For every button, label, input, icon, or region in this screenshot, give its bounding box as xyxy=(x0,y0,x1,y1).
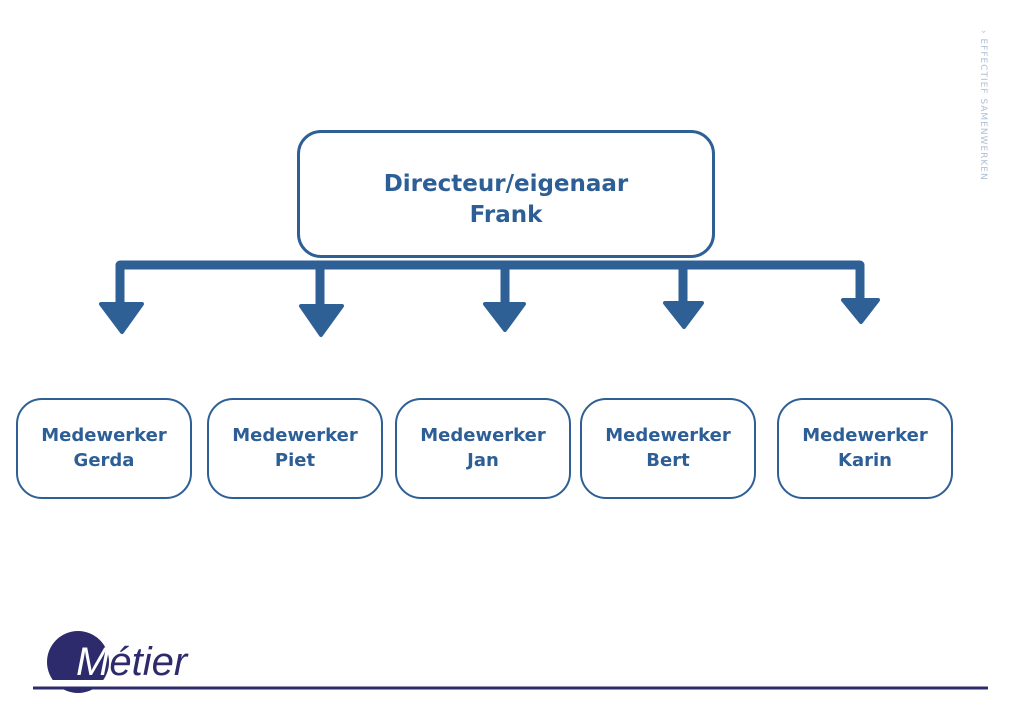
section-label: › EFFECTIEF SAMENWERKEN xyxy=(978,30,988,181)
employee-box-piet: Medewerker Piet xyxy=(207,398,383,499)
employee-role: Medewerker xyxy=(605,425,731,447)
logo-initial: M xyxy=(76,640,110,684)
employee-box-gerda: Medewerker Gerda xyxy=(16,398,192,499)
arrow-gerda xyxy=(99,265,144,334)
employee-box-bert: Medewerker Bert xyxy=(580,398,756,499)
arrow-karin xyxy=(841,265,880,324)
metier-logo xyxy=(33,631,988,693)
arrow-piet xyxy=(299,265,344,337)
employee-name: Bert xyxy=(646,449,690,471)
employee-name: Piet xyxy=(274,449,316,471)
director-role: Directeur/eigenaar xyxy=(383,170,629,197)
logo-circle xyxy=(47,631,109,693)
employee-box-karin: Medewerker Karin xyxy=(777,398,953,499)
logo-rest: étier xyxy=(109,640,188,684)
employee-name: Gerda xyxy=(73,449,135,471)
employee-role: Medewerker xyxy=(802,425,928,447)
logo-wordmark: Métier xyxy=(76,640,187,685)
employee-box-jan: Medewerker Jan xyxy=(395,398,571,499)
employee-role: Medewerker xyxy=(420,425,546,447)
employee-role: Medewerker xyxy=(232,425,358,447)
arrow-bert xyxy=(663,265,704,329)
arrow-jan xyxy=(483,265,526,332)
employee-name: Karin xyxy=(838,449,892,471)
employee-role: Medewerker xyxy=(41,425,167,447)
director-name: Frank xyxy=(469,202,543,228)
employee-name: Jan xyxy=(467,449,499,471)
director-box: Directeur/eigenaar Frank xyxy=(297,130,715,258)
